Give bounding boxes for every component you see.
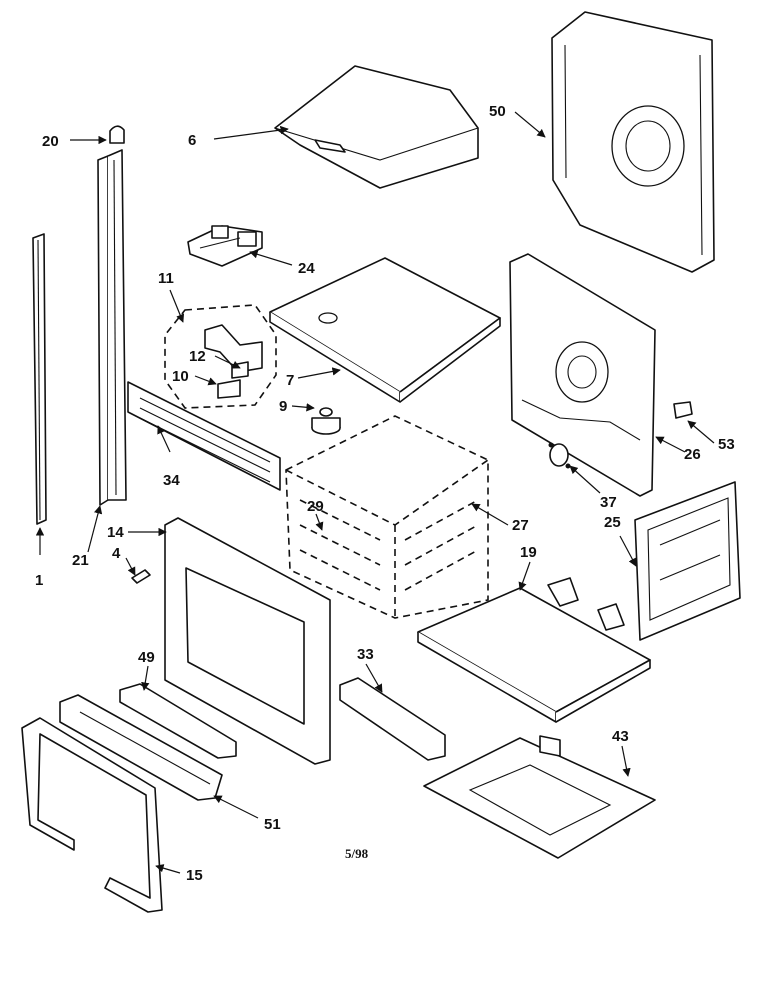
part-14-front-frame [164, 517, 331, 765]
part-20-clip [109, 125, 125, 144]
label-19: 19 [520, 544, 537, 561]
part-19-bottom-panel [417, 577, 651, 723]
part-43-base-tray [423, 735, 656, 859]
part-37-thermostat [548, 442, 571, 469]
part-34-vent-grille [127, 381, 281, 491]
label-50: 50 [489, 103, 506, 120]
part-6-top-vent-panel [274, 65, 479, 189]
part-15-gasket [21, 717, 163, 913]
label-51: 51 [264, 816, 281, 833]
part-number-labels: 20 6 50 24 11 12 10 7 9 34 29 27 53 26 3… [35, 103, 735, 884]
part-21-side-channel [97, 149, 127, 506]
label-43: 43 [612, 728, 629, 745]
part-4-screw [131, 569, 151, 584]
label-11: 11 [158, 270, 174, 287]
label-26: 26 [684, 446, 701, 463]
date-code: 5/98 [345, 846, 369, 861]
label-34: 34 [163, 472, 180, 489]
label-20: 20 [42, 133, 59, 150]
label-37: 37 [600, 494, 617, 511]
label-27: 27 [512, 517, 529, 534]
part-27-oven-cavity [285, 415, 489, 619]
label-33: 33 [357, 646, 374, 663]
label-12: 12 [189, 348, 206, 365]
label-6: 6 [188, 132, 196, 149]
label-53: 53 [718, 436, 735, 453]
label-49: 49 [138, 649, 155, 666]
label-10: 10 [172, 368, 189, 385]
part-33-trim-bar [339, 677, 446, 761]
part-7-top-insulation-panel [269, 257, 501, 403]
label-4: 4 [112, 545, 121, 562]
part-11-lamp-assembly-group [164, 304, 277, 409]
part-1-trim-strip [32, 233, 47, 525]
label-7: 7 [286, 372, 294, 389]
label-29: 29 [307, 498, 324, 515]
part-50-rear-panel [551, 11, 715, 273]
part-24-switch-bracket [187, 225, 263, 267]
part-9-motor [311, 407, 341, 435]
part-25-side-panel [634, 481, 741, 641]
label-9: 9 [279, 398, 287, 415]
label-1: 1 [35, 572, 43, 589]
label-14: 14 [107, 524, 124, 541]
label-25: 25 [604, 514, 621, 531]
part-49-trim-bar [119, 683, 237, 759]
part-53-clip [673, 401, 693, 419]
leader-lines [35, 111, 715, 874]
label-15: 15 [186, 867, 203, 884]
label-21: 21 [72, 552, 89, 569]
part-26-mounting-panel [509, 253, 656, 497]
label-24: 24 [298, 260, 315, 277]
